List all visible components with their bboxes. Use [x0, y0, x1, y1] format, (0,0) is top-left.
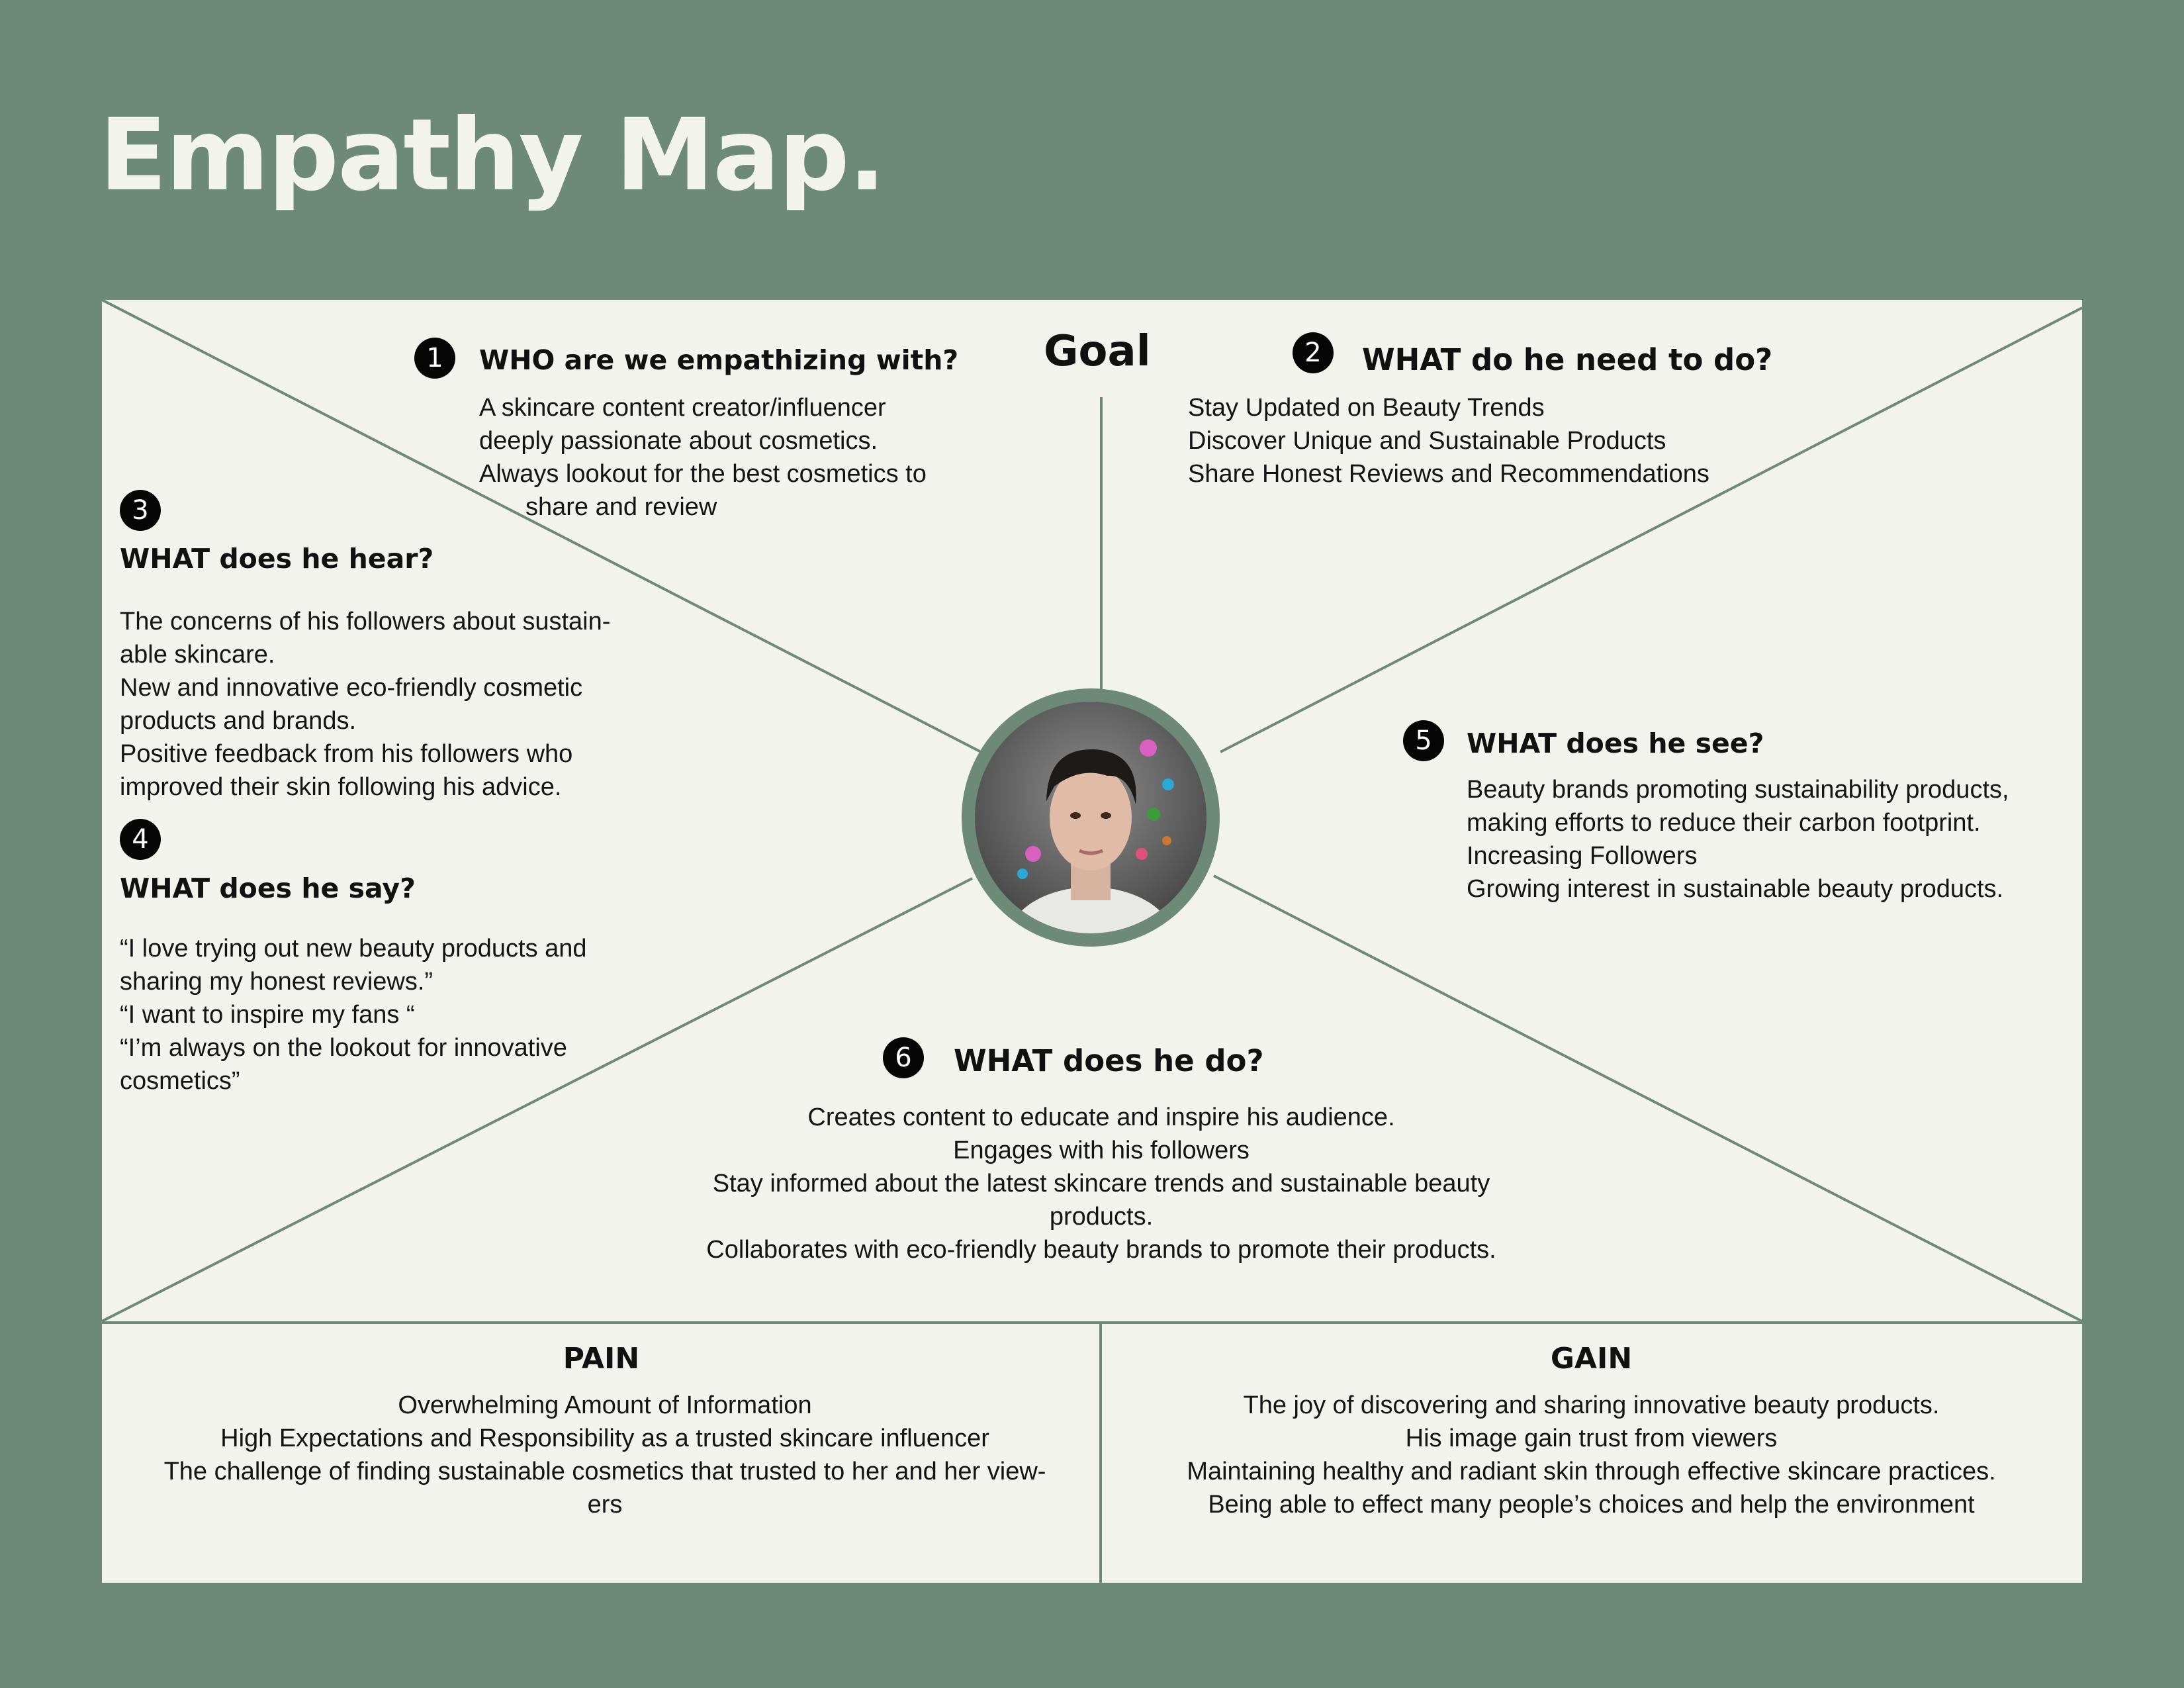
- pain-line: Overwhelming Amount of Information: [398, 1391, 812, 1419]
- do-heading: WHAT does he do?: [954, 1043, 1264, 1078]
- need-line: Discover Unique and Sustainable Products: [1188, 427, 1666, 455]
- do-line: Creates content to educate and inspire h…: [807, 1103, 1395, 1131]
- see-text: Beauty brands promoting sustainability p…: [1467, 773, 2009, 906]
- gain-heading: GAIN: [1550, 1342, 1633, 1376]
- who-line: A skincare content creator/influencer: [479, 394, 886, 422]
- gain-line: Maintaining healthy and radiant skin thr…: [1187, 1458, 1996, 1485]
- gain-line: The joy of discovering and sharing innov…: [1243, 1391, 1940, 1419]
- section-number-3: 3: [120, 490, 161, 531]
- hear-line: able skincare.: [120, 641, 275, 669]
- flower-decoration-icon: [1017, 739, 1174, 879]
- section-number-2: 2: [1293, 332, 1334, 373]
- gain-text: The joy of discovering and sharing innov…: [1101, 1389, 2082, 1521]
- say-heading: WHAT does he say?: [120, 872, 416, 904]
- do-line: Collaborates with eco-friendly beauty br…: [706, 1236, 1496, 1264]
- do-text: Creates content to educate and inspire h…: [671, 1101, 1531, 1266]
- diagonal-top-left: [102, 300, 991, 758]
- say-line: sharing my honest reviews.”: [120, 968, 433, 996]
- hear-line: New and innovative eco-friendly cosmetic: [120, 674, 583, 702]
- section-number-1: 1: [414, 338, 455, 379]
- see-line: making efforts to reduce their carbon fo…: [1467, 809, 1981, 837]
- hear-line: products and brands.: [120, 707, 357, 735]
- see-line: Growing interest in sustainable beauty p…: [1467, 875, 2004, 903]
- see-line: Increasing Followers: [1467, 842, 1698, 870]
- hear-line: improved their skin following his advice…: [120, 773, 562, 801]
- say-line: “I love trying out new beauty products a…: [120, 935, 587, 962]
- who-line: Always lookout for the best cosmetics to: [479, 460, 927, 488]
- say-text: “I love trying out new beauty products a…: [120, 932, 587, 1098]
- diagonal-bottom-left: [102, 877, 973, 1323]
- do-line: Stay informed about the latest skincare …: [712, 1170, 1490, 1197]
- diagonal-bottom-right: [1213, 874, 2082, 1323]
- section-number-6: 6: [883, 1037, 924, 1078]
- say-line: “I want to inspire my fans “: [120, 1001, 415, 1029]
- see-line: Beauty brands promoting sustainability p…: [1467, 776, 2009, 804]
- hear-line: The concerns of his followers about sust…: [120, 608, 611, 635]
- page-title: Empathy Map.: [99, 98, 886, 213]
- empathy-map-board: Goal 1 WHO are we empathizing with? A sk…: [102, 300, 2082, 1583]
- section-number-4: 4: [120, 819, 161, 860]
- do-line: Engages with his followers: [953, 1137, 1250, 1164]
- do-line: products.: [1049, 1203, 1154, 1231]
- who-heading: WHO are we empathizing with?: [479, 344, 959, 376]
- pain-text: Overwhelming Amount of Information High …: [128, 1389, 1081, 1521]
- persona-avatar: [962, 688, 1220, 947]
- gain-line: Being able to effect many people’s choic…: [1208, 1491, 1975, 1519]
- see-heading: WHAT does he see?: [1467, 727, 1764, 759]
- diagonal-top-right: [1220, 306, 2082, 753]
- goal-label: Goal: [1044, 327, 1151, 376]
- who-line: share and review: [525, 493, 717, 521]
- need-heading: WHAT do he need to do?: [1362, 342, 1773, 377]
- need-line: Stay Updated on Beauty Trends: [1188, 394, 1545, 422]
- need-line: Share Honest Reviews and Recommendations: [1188, 460, 1709, 488]
- divider-lines: [102, 300, 2082, 1583]
- pain-heading: PAIN: [563, 1342, 640, 1376]
- who-line: deeply passionate about cosmetics.: [479, 427, 878, 455]
- hear-line: Positive feedback from his followers who: [120, 740, 573, 768]
- pain-line: ers: [587, 1491, 623, 1519]
- who-text: A skincare content creator/influencer de…: [479, 391, 927, 524]
- pain-line: The challenge of finding sustainable cos…: [163, 1458, 1046, 1485]
- section-number-5: 5: [1403, 720, 1444, 761]
- persona-portrait-illustration: [1008, 739, 1174, 933]
- persona-photo: [975, 702, 1206, 933]
- pain-line: High Expectations and Responsibility as …: [220, 1425, 989, 1452]
- gain-line: His image gain trust from viewers: [1405, 1425, 1778, 1452]
- hear-heading: WHAT does he hear?: [120, 543, 434, 575]
- say-line: cosmetics”: [120, 1067, 240, 1095]
- need-text: Stay Updated on Beauty Trends Discover U…: [1188, 391, 1709, 491]
- say-line: “I’m always on the lookout for innovativ…: [120, 1034, 567, 1062]
- hear-text: The concerns of his followers about sust…: [120, 605, 610, 804]
